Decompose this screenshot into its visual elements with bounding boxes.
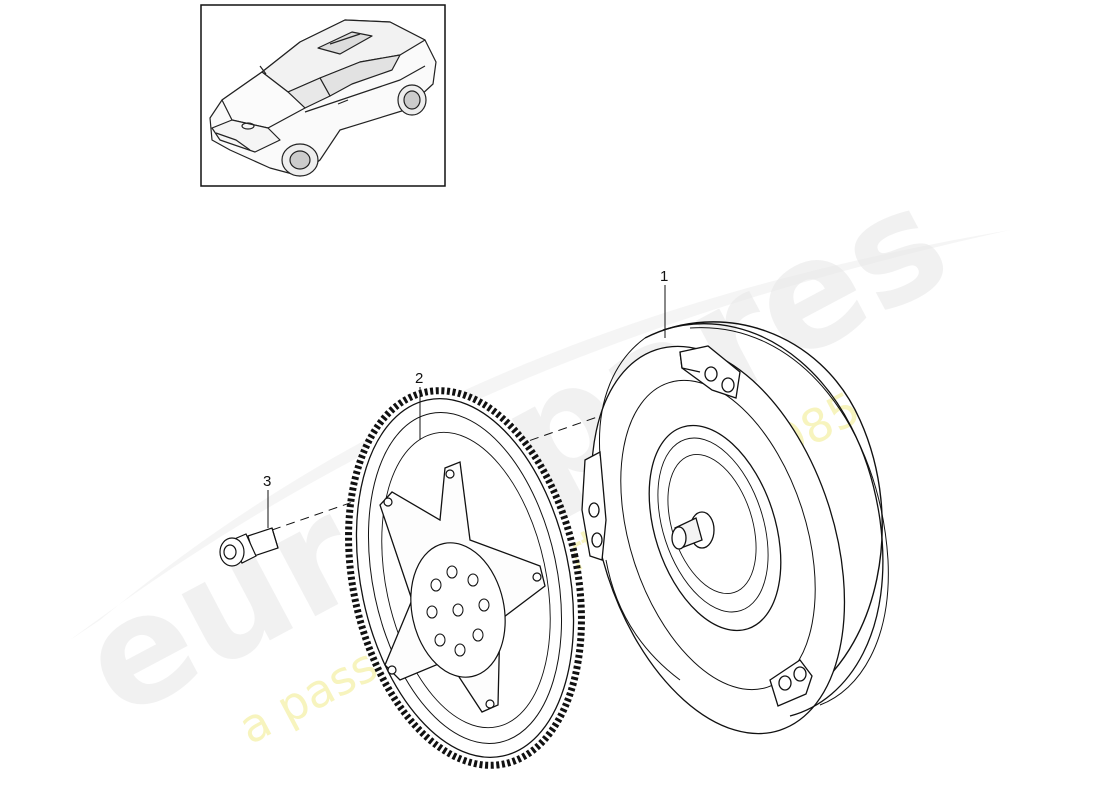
callout-2-number: 2 (415, 370, 423, 387)
callouts: 1 2 3 (263, 268, 668, 528)
callout-2: 2 (415, 370, 423, 440)
callout-1: 1 (660, 268, 668, 338)
callout-1-number: 1 (660, 268, 668, 285)
bolt (219, 527, 279, 567)
converter-tab-left (581, 450, 607, 561)
torque-converter (581, 321, 889, 735)
car-suv-icon (209, 19, 437, 177)
converter-tab-bottom (769, 659, 813, 707)
converter-tab-top (679, 345, 741, 399)
drive-plate (345, 387, 585, 769)
car-thumbnail (200, 4, 446, 187)
callout-3: 3 (263, 473, 271, 528)
hub-bolt-holes (426, 565, 490, 657)
callout-3-number: 3 (263, 473, 271, 490)
